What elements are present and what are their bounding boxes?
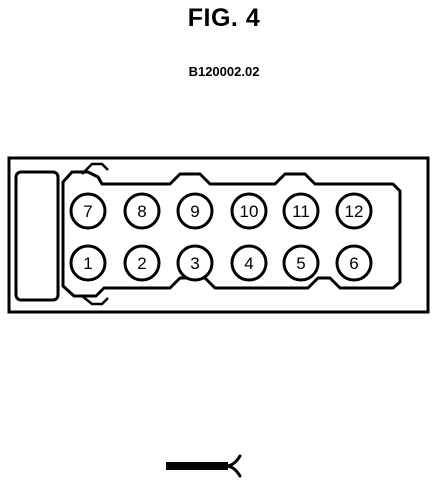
cylinder-number: 10 <box>240 202 259 221</box>
cylinder-6: 6 <box>335 244 373 282</box>
cylinder-5: 5 <box>282 244 320 282</box>
cylinder-number: 1 <box>83 254 92 273</box>
cylinder-11: 11 <box>282 192 320 230</box>
cylinder-bore <box>335 192 373 230</box>
cylinder-bore <box>123 192 161 230</box>
cylinder-bore <box>176 244 214 282</box>
cylinder-bore <box>230 192 268 230</box>
cylinder-bore <box>123 244 161 282</box>
cylinder-8: 8 <box>123 192 161 230</box>
front-of-engine-arrow-icon <box>166 454 242 478</box>
upper-mounting-lug <box>81 162 109 175</box>
cylinder-bank-bottom: 1 2 3 4 5 6 <box>69 244 373 282</box>
cylinder-7: 7 <box>69 192 107 230</box>
cylinder-number: 4 <box>244 254 253 273</box>
lower-mounting-lug <box>81 295 109 306</box>
engine-block-outline <box>7 156 430 314</box>
cylinder-1: 1 <box>69 244 107 282</box>
cylinder-3: 3 <box>176 244 214 282</box>
cylinder-4: 4 <box>230 244 268 282</box>
cylinder-number: 11 <box>292 202 310 221</box>
cylinder-head-outline <box>61 170 402 298</box>
cylinder-number: 8 <box>137 202 146 221</box>
cylinder-bore <box>282 192 320 230</box>
engine-front-end-cover <box>14 170 60 302</box>
cylinder-number: 5 <box>296 254 305 273</box>
cylinder-number: 2 <box>137 254 146 273</box>
cylinder-2: 2 <box>123 244 161 282</box>
cylinder-9: 9 <box>176 192 214 230</box>
cylinder-number: 12 <box>345 202 364 221</box>
figure-code: B120002.02 <box>188 64 260 79</box>
cylinder-bore <box>230 244 268 282</box>
cylinder-bore <box>282 244 320 282</box>
cylinder-bore <box>69 244 107 282</box>
cylinder-bore <box>176 192 214 230</box>
cylinder-10: 10 <box>230 192 268 230</box>
cylinder-bore <box>69 192 107 230</box>
cylinder-number: 7 <box>83 202 92 221</box>
cylinder-number: 3 <box>190 254 199 273</box>
cylinder-12: 12 <box>335 192 373 230</box>
cylinder-number: 6 <box>349 254 358 273</box>
figure-title: FIG. 4 <box>187 4 261 32</box>
cylinder-bank-top: 7 8 9 10 11 12 <box>69 192 373 230</box>
cylinder-bore <box>335 244 373 282</box>
cylinder-number: 9 <box>190 202 199 221</box>
